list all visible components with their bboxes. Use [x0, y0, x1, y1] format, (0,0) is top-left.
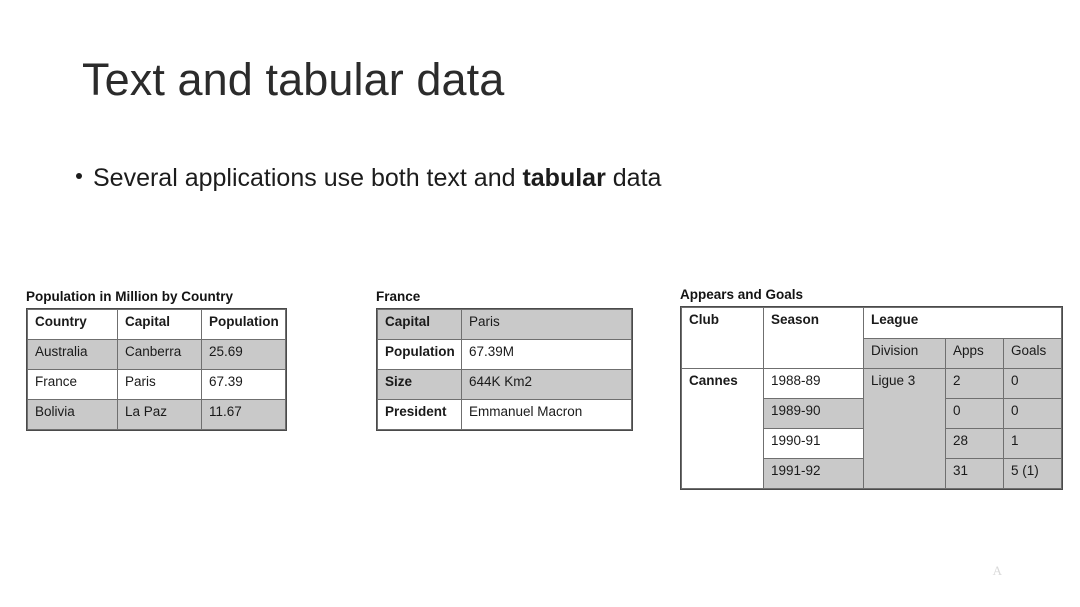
cell-club: Cannes	[681, 368, 764, 489]
column-header-division: Division	[863, 337, 946, 369]
table-row: Capital Paris	[377, 309, 632, 340]
table-row: 1990-91 28 1	[682, 428, 1063, 459]
cell-population: 25.69	[201, 339, 286, 370]
appearances-table-caption: Appears and Goals	[680, 287, 804, 302]
appearances-table-block: Appears and Goals Club Season League Div…	[680, 287, 1064, 495]
table-row: Population 67.39M	[377, 339, 632, 370]
cell-capital: Canberra	[117, 339, 202, 370]
france-table-caption: France	[376, 289, 421, 304]
cell-season: 1989-90	[763, 398, 864, 429]
cell-country: Australia	[27, 339, 118, 370]
table-header-row: Country Capital Population	[27, 309, 286, 340]
column-header-club: Club	[681, 307, 764, 369]
bullet-text-emphasis: tabular	[522, 164, 606, 192]
population-table-frame: Country Capital Population Australia Can…	[26, 308, 287, 431]
cell-apps: 31	[945, 458, 1004, 489]
cell-apps: 0	[945, 398, 1004, 429]
column-header-season: Season	[763, 307, 864, 369]
row-header-population: Population	[377, 339, 462, 370]
cell-population: 67.39	[201, 369, 286, 400]
column-header-capital: Capital	[117, 309, 202, 340]
table-row: 1991-92 31 5 (1)	[682, 458, 1063, 489]
column-header-goals: Goals	[1002, 337, 1063, 369]
cell-capital-value: Paris	[461, 309, 632, 340]
population-table: Country Capital Population Australia Can…	[27, 309, 286, 430]
cell-apps: 2	[945, 368, 1004, 399]
bullet-line: Several applications use both text and t…	[76, 164, 661, 193]
column-header-apps: Apps	[945, 337, 1004, 369]
row-header-size: Size	[377, 369, 462, 400]
row-header-capital: Capital	[377, 309, 462, 340]
cell-division: Ligue 3	[863, 368, 946, 489]
cell-capital: Paris	[117, 369, 202, 400]
table-row: 1989-90 0 0	[682, 398, 1063, 429]
page-title: Text and tabular data	[82, 54, 505, 105]
cell-president-value: Emmanuel Macron	[461, 399, 632, 430]
corner-watermark: A	[992, 563, 1002, 578]
cell-season: 1988-89	[763, 368, 864, 399]
column-header-population: Population	[201, 309, 286, 340]
column-header-league: League	[862, 307, 1063, 339]
cell-size-value: 644K Km2	[461, 369, 632, 400]
column-header-country: Country	[27, 309, 118, 340]
table-header-row-top: Club Season League	[681, 307, 1063, 369]
cell-population-value: 67.39M	[461, 339, 632, 370]
france-table-frame: Capital Paris Population 67.39M Size 644…	[376, 308, 633, 431]
table-header-row-sub: Division Apps Goals	[682, 337, 1063, 369]
cell-capital: La Paz	[117, 399, 202, 430]
cell-goals: 1	[1002, 428, 1063, 459]
population-table-caption: Population in Million by Country	[26, 289, 233, 304]
cell-country: France	[27, 369, 118, 400]
bullet-text-prefix: Several applications use both text and	[93, 164, 523, 192]
appearances-table: Club Season League Division Apps Goals C…	[681, 307, 1063, 489]
cell-goals: 0	[1002, 398, 1063, 429]
cell-season: 1990-91	[763, 428, 864, 459]
bullet-text: Several applications use both text and t…	[93, 164, 661, 193]
population-table-block: Population in Million by Country Country…	[26, 289, 287, 436]
table-row: President Emmanuel Macron	[377, 399, 632, 430]
cell-goals: 5 (1)	[1002, 458, 1063, 489]
appearances-table-frame: Club Season League Division Apps Goals C…	[680, 306, 1064, 490]
france-table-block: France Capital Paris Population 67.39M S…	[376, 289, 633, 436]
cell-apps: 28	[945, 428, 1004, 459]
table-row: Cannes 1988-89 Ligue 3 2 0	[681, 368, 1063, 489]
cell-goals: 0	[1002, 368, 1063, 399]
france-table: Capital Paris Population 67.39M Size 644…	[377, 309, 632, 430]
cell-population: 11.67	[201, 399, 286, 430]
cell-country: Bolivia	[27, 399, 118, 430]
row-header-president: President	[377, 399, 462, 430]
table-row: France Paris 67.39	[27, 369, 286, 400]
table-row: Australia Canberra 25.69	[27, 339, 286, 370]
bullet-text-suffix: data	[605, 164, 662, 192]
table-row: Size 644K Km2	[377, 369, 632, 400]
table-row: Bolivia La Paz 11.67	[27, 399, 286, 430]
bullet-dot-icon	[76, 173, 82, 179]
cell-season: 1991-92	[763, 458, 864, 489]
